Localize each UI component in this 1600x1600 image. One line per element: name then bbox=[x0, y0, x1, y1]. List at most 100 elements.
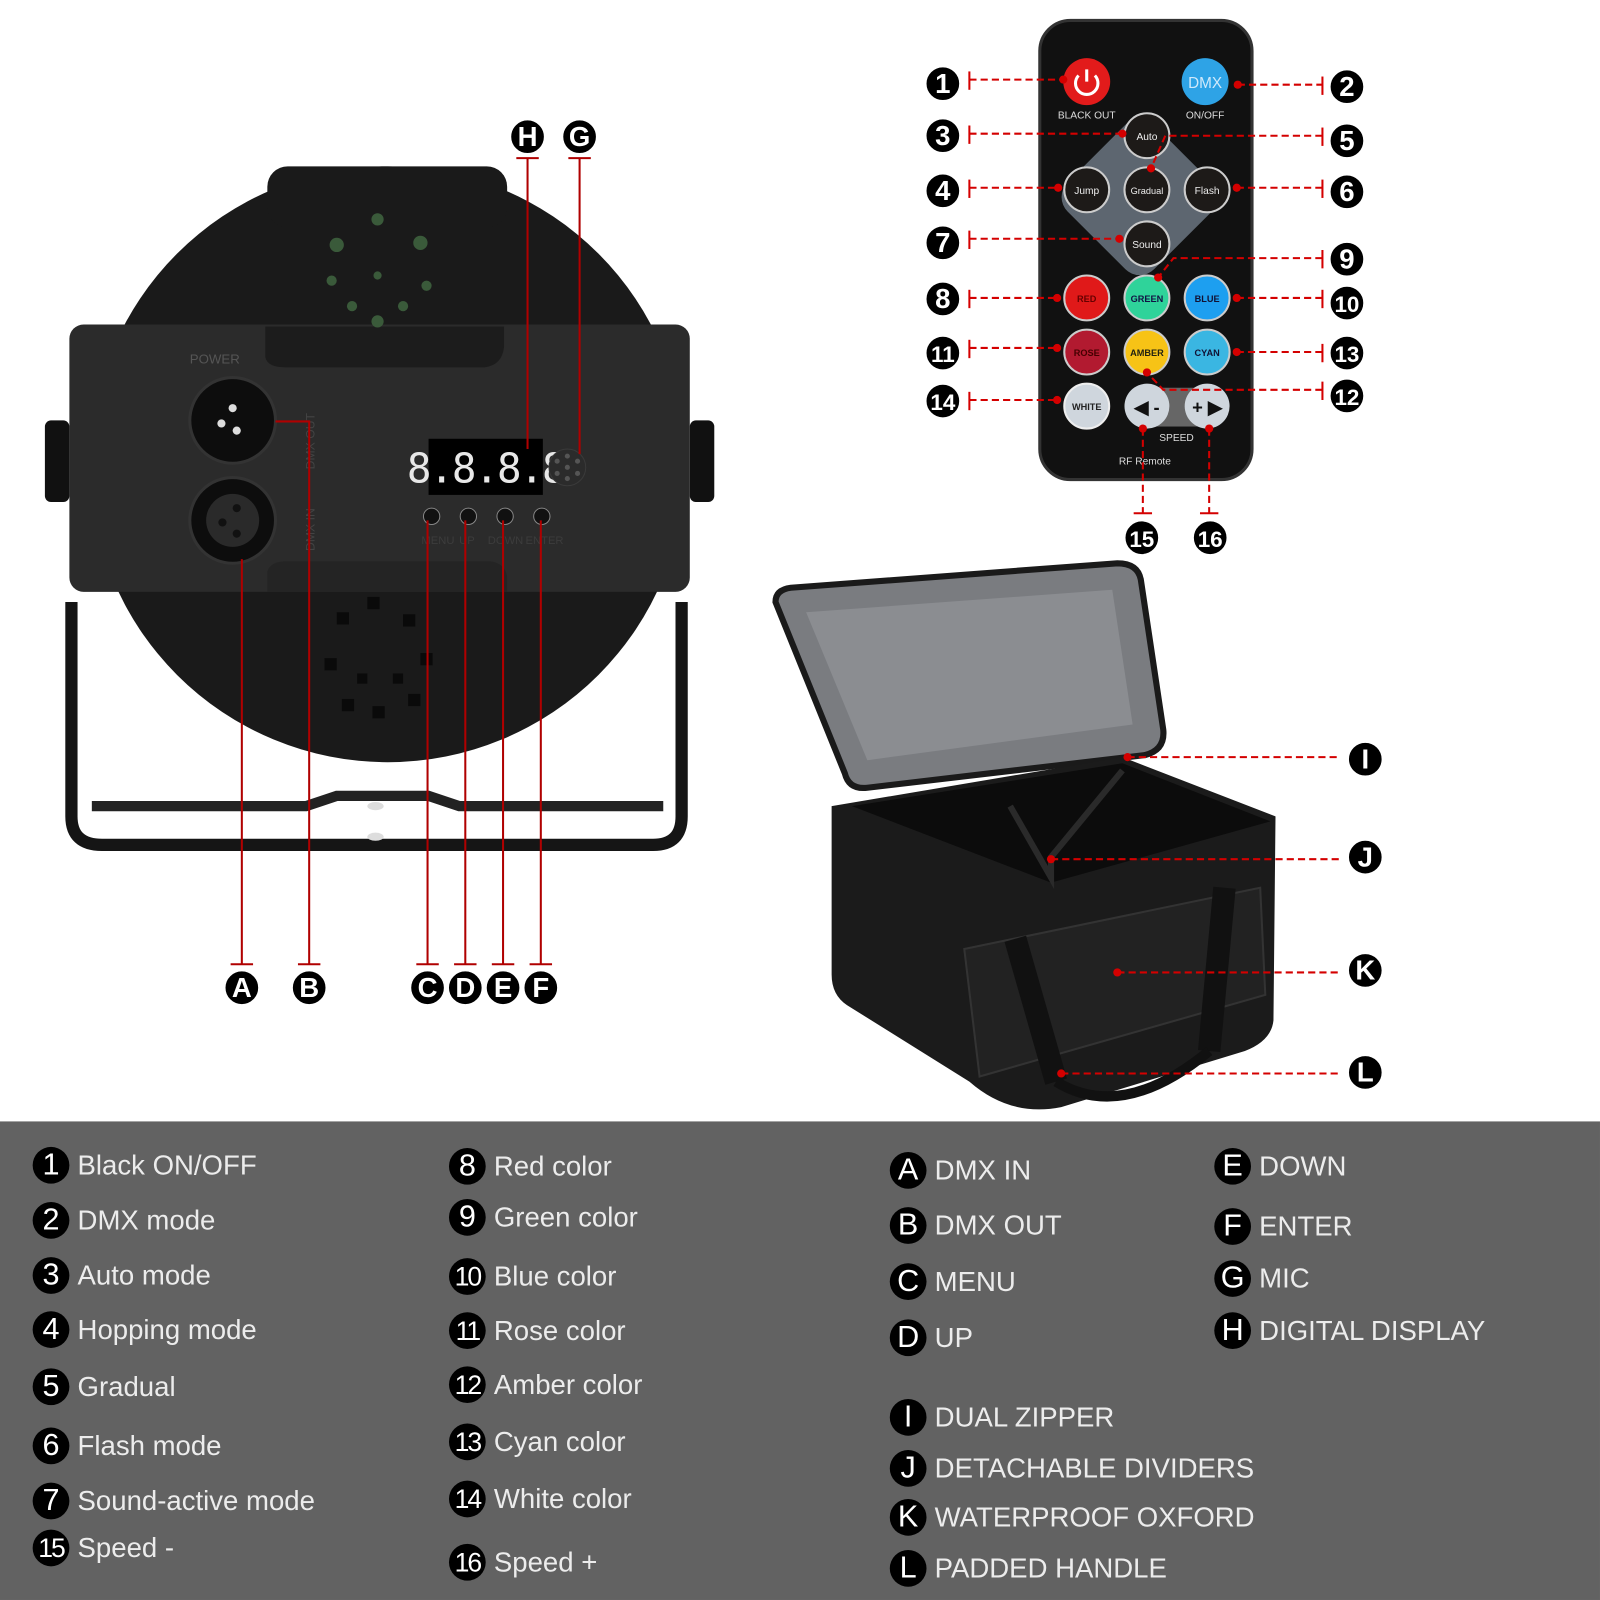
up-label: UP bbox=[459, 535, 475, 547]
legend-badge: G bbox=[1214, 1260, 1252, 1297]
flash-button[interactable] bbox=[1183, 166, 1231, 214]
green-button[interactable] bbox=[1123, 274, 1171, 322]
dmx-out-connector[interactable] bbox=[188, 376, 278, 465]
gradual-label: Gradual bbox=[1131, 186, 1164, 196]
letter-callout-badge bbox=[1346, 838, 1384, 876]
legend-text: PADDED HANDLE bbox=[934, 1552, 1167, 1584]
legend-text: Black ON/OFF bbox=[77, 1149, 257, 1181]
number-callout-badge bbox=[1328, 68, 1366, 106]
rose-button[interactable] bbox=[1063, 328, 1111, 376]
cyan-label: CYAN bbox=[1195, 348, 1220, 358]
letter-callout-badge bbox=[1346, 952, 1384, 989]
legend-badge: A bbox=[889, 1152, 927, 1189]
red-button[interactable] bbox=[1063, 274, 1111, 322]
number-callout-badge bbox=[1328, 173, 1366, 211]
letter-callout-badge bbox=[290, 969, 328, 1007]
number-callout-badge bbox=[1328, 334, 1366, 372]
number-callout-label: 8 bbox=[935, 283, 950, 314]
power-icon bbox=[1073, 74, 1100, 96]
legend-badge: B bbox=[889, 1207, 927, 1244]
speaker-grille-top bbox=[326, 213, 432, 328]
dmx-button[interactable] bbox=[1181, 58, 1229, 106]
legend-text: Cyan color bbox=[493, 1426, 626, 1457]
number-callout-label: 5 bbox=[1339, 125, 1354, 156]
dmx-in-label: DMX IN bbox=[303, 508, 317, 551]
side-knob-right[interactable] bbox=[689, 420, 715, 503]
legend-badge: 6 bbox=[32, 1427, 70, 1465]
remote-callout-dots bbox=[1053, 75, 1242, 433]
number-callout-badge bbox=[1328, 122, 1366, 160]
letter-callout-label: J bbox=[1358, 841, 1373, 872]
fixture-callout-lines bbox=[230, 157, 591, 966]
legend-badge: D bbox=[889, 1319, 927, 1357]
letter-callout-badge bbox=[484, 969, 522, 1007]
white-button[interactable] bbox=[1063, 382, 1111, 430]
gradual-button[interactable] bbox=[1123, 166, 1171, 214]
legend-text: WATERPROOF OXFORD bbox=[934, 1501, 1255, 1533]
number-callout-label: 15 bbox=[1129, 527, 1154, 552]
legend-text: Sound-active mode bbox=[77, 1485, 315, 1516]
number-callout-badge bbox=[924, 65, 962, 103]
display-value: 8.8.8.8 bbox=[407, 445, 565, 493]
legend-text: ENTER bbox=[1259, 1210, 1353, 1242]
letter-callout-label: B bbox=[299, 972, 319, 1003]
speed-minus-button[interactable] bbox=[1124, 383, 1170, 429]
auto-label: Auto bbox=[1136, 132, 1157, 143]
number-callout-badge bbox=[1191, 519, 1229, 557]
legend-badge: 13 bbox=[448, 1423, 486, 1461]
rose-label: ROSE bbox=[1074, 348, 1100, 358]
number-callout-label: 4 bbox=[935, 175, 951, 206]
blackout-label: BLACK OUT bbox=[1058, 110, 1116, 121]
legend-badge: 3 bbox=[32, 1257, 70, 1294]
jump-button[interactable] bbox=[1063, 166, 1111, 214]
down-label: DOWN bbox=[488, 535, 524, 547]
up-button[interactable] bbox=[459, 507, 478, 525]
letter-callout-badge bbox=[522, 969, 560, 1007]
number-callout-label: 16 bbox=[1198, 527, 1223, 552]
legend-badge: 12 bbox=[448, 1366, 486, 1404]
legend-text: MENU bbox=[934, 1265, 1016, 1297]
down-button[interactable] bbox=[496, 507, 514, 525]
legend-badge: C bbox=[889, 1263, 927, 1300]
digital-display bbox=[428, 438, 543, 495]
bag-straps[interactable] bbox=[1004, 886, 1236, 1085]
legend-text: DOWN bbox=[1259, 1150, 1347, 1182]
blue-button[interactable] bbox=[1183, 274, 1231, 322]
letter-callout-label: G bbox=[569, 121, 590, 152]
legend-badge: L bbox=[889, 1549, 927, 1587]
menu-button[interactable] bbox=[422, 507, 441, 525]
cyan-button[interactable] bbox=[1183, 328, 1231, 376]
number-callout-label: 13 bbox=[1334, 342, 1359, 367]
speed-plus-button[interactable] bbox=[1184, 383, 1230, 429]
legend-text: Auto mode bbox=[77, 1259, 211, 1291]
dmx-out-label: DMX OUT bbox=[303, 412, 317, 469]
bag-handle[interactable] bbox=[1053, 1047, 1213, 1102]
speed-label: SPEED bbox=[1159, 433, 1194, 444]
carrying-bag bbox=[772, 560, 1276, 1110]
legend-badge: 5 bbox=[32, 1368, 70, 1406]
legend-badge: E bbox=[1214, 1147, 1252, 1185]
legend-text: Green color bbox=[493, 1201, 638, 1233]
side-knob-left[interactable] bbox=[44, 420, 70, 503]
number-callout-badge bbox=[924, 280, 962, 318]
legend-text: DMX mode bbox=[77, 1204, 216, 1236]
sound-button[interactable] bbox=[1123, 220, 1171, 268]
white-label: WHITE bbox=[1072, 402, 1102, 412]
